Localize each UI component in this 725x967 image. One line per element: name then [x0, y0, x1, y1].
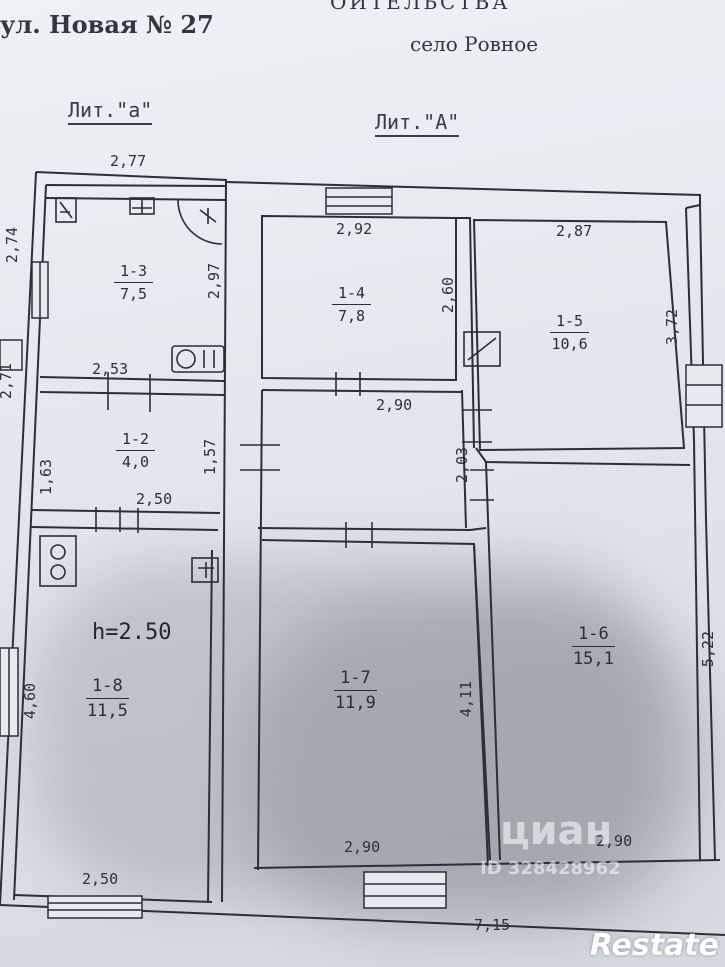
inner-wall	[473, 543, 489, 867]
dimension-label: 2,92	[336, 220, 373, 238]
dimension-label: 2,77	[110, 152, 147, 170]
dimension-label: 4,60	[21, 682, 40, 720]
room-area: 10,6	[551, 335, 588, 353]
room-area: 7,8	[338, 307, 366, 325]
dimension-label: 4,11	[457, 680, 476, 718]
room-area: 11,9	[334, 693, 376, 713]
outer-wall	[45, 184, 227, 187]
dimension-label: 3,72	[663, 308, 682, 346]
room-number: 1-4	[332, 284, 372, 305]
inner-wall	[472, 218, 686, 452]
room-number: 1-8	[86, 676, 129, 699]
shadow	[240, 600, 710, 930]
room-label-1-2: 1-2 4,0	[116, 430, 156, 471]
dimension-label: 1,57	[201, 438, 220, 476]
room-label-1-7: 1-7 11,9	[334, 668, 377, 713]
room-number: 1-5	[550, 312, 590, 333]
village-name: село Ровное	[410, 32, 539, 56]
room-label-1-6: 1-6 15,1	[572, 624, 615, 669]
dimension-label: 2,90	[596, 832, 633, 850]
outer-wall	[0, 171, 37, 906]
room-area: 7,5	[120, 285, 148, 303]
inner-wall	[261, 389, 463, 393]
inner-wall	[485, 461, 501, 861]
inner-wall	[39, 391, 225, 396]
dimension-label: 2,53	[92, 360, 129, 378]
dimension-label: 2,87	[556, 222, 593, 240]
dimension-label: 2,50	[82, 870, 119, 888]
room-number: 1-7	[334, 668, 377, 691]
inner-wall	[207, 549, 213, 903]
room-area: 15,1	[572, 649, 614, 669]
dimension-label: 7,15	[474, 916, 511, 934]
room-label-1-5: 1-5 10,6	[550, 312, 590, 353]
inner-wall	[221, 181, 227, 903]
room-area: 11,5	[86, 701, 128, 721]
inner-wall	[29, 526, 219, 531]
room-label-1-4: 1-4 7,8	[332, 284, 372, 325]
outer-wall	[685, 203, 716, 861]
restate-logo: Restate	[589, 928, 719, 963]
inner-wall	[257, 527, 487, 532]
room-label-1-3: 1-3 7,5	[114, 262, 154, 303]
dimension-label: 5,22	[699, 630, 718, 668]
dimension-label: 1,63	[37, 458, 56, 496]
room-number: 1-6	[572, 624, 615, 647]
dimension-label: 2,03	[453, 446, 472, 484]
inner-wall	[257, 389, 263, 871]
dimension-label: 2,71	[0, 362, 16, 400]
ceiling-height-label: h=2.50	[92, 620, 172, 645]
dimension-label: 2,90	[376, 396, 413, 414]
inner-wall	[39, 376, 225, 382]
dimension-label: 2,97	[205, 262, 224, 300]
header-partial-text: ОИТЕЛЬСТВА	[330, 0, 511, 14]
dimension-label: 2,50	[136, 490, 173, 508]
inner-wall	[31, 509, 221, 514]
cian-watermark-id: ID 328428962	[480, 858, 621, 879]
inner-wall	[261, 214, 457, 382]
liter-main-label: Лит."А"	[375, 110, 460, 137]
inner-wall	[461, 389, 467, 529]
room-label-1-8: 1-8 11,5	[86, 676, 129, 721]
dimension-label: 2,74	[3, 226, 22, 264]
street-address: ул. Новая № 27	[0, 10, 214, 39]
outer-wall	[685, 207, 701, 861]
liter-small-label: Лит."а"	[68, 98, 153, 125]
dimension-label: 2,90	[344, 838, 381, 856]
room-area: 4,0	[122, 453, 150, 471]
room-number: 1-3	[114, 262, 154, 283]
dimension-label: 2,60	[439, 276, 458, 314]
cian-watermark-logo: циан	[500, 808, 613, 854]
room-number: 1-2	[116, 430, 156, 451]
shadow	[30, 560, 670, 900]
inner-wall	[456, 217, 475, 449]
